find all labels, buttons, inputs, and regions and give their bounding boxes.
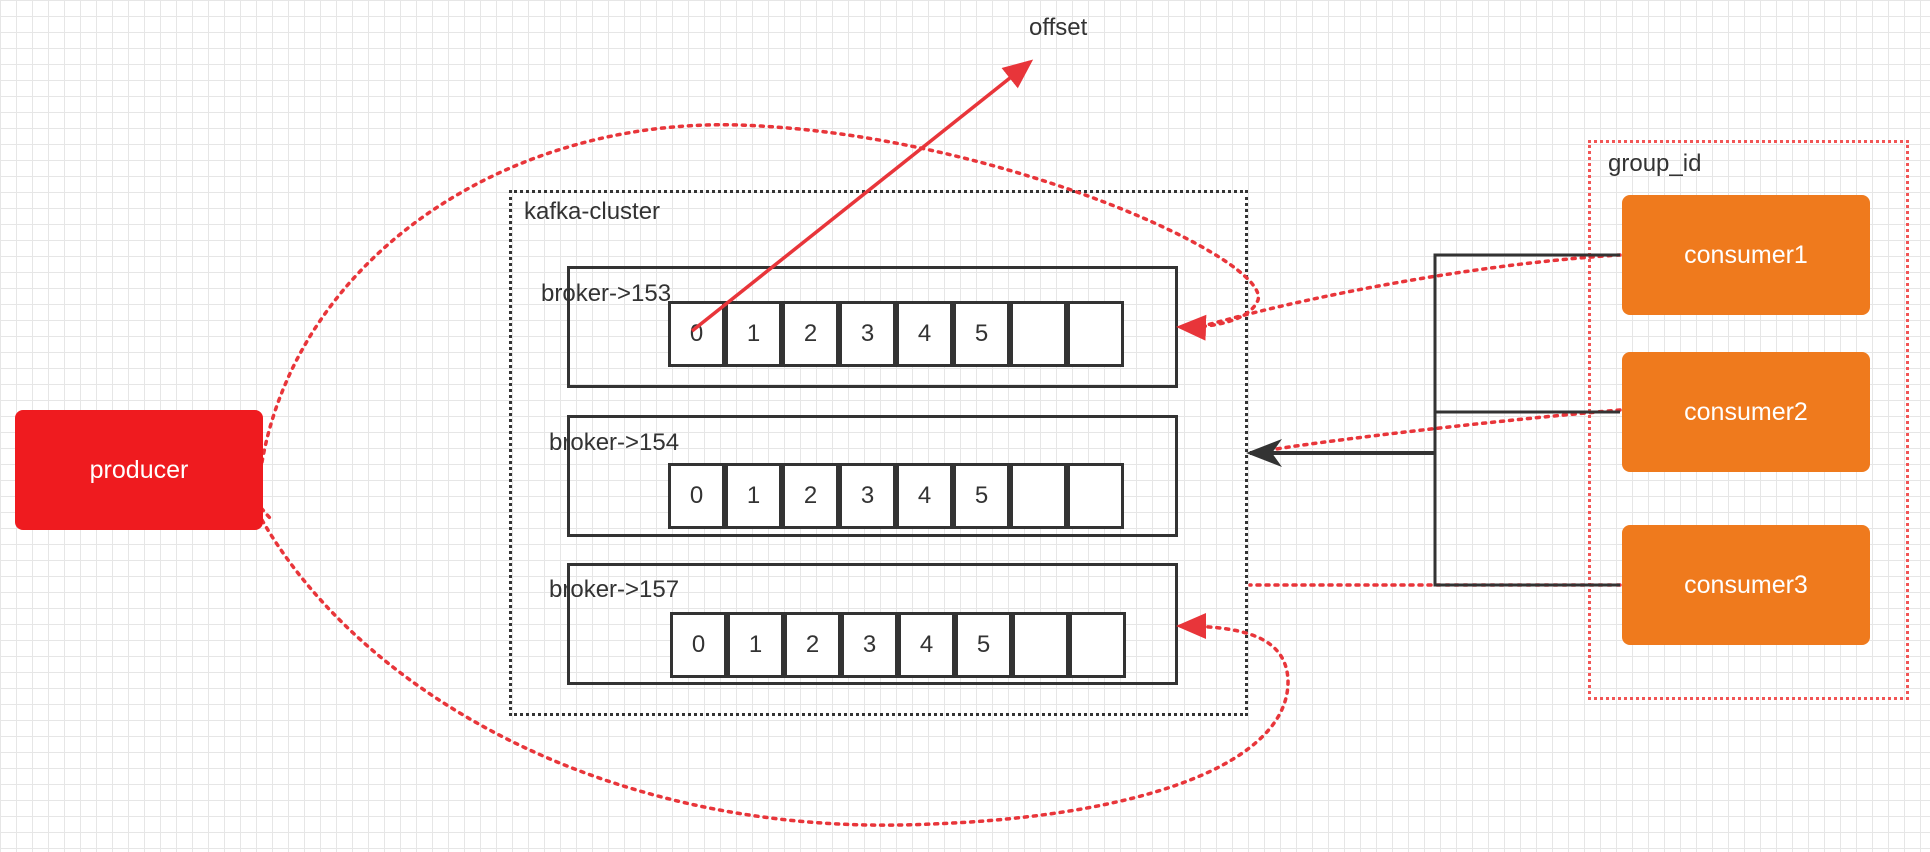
partition-cell: 1: [725, 463, 782, 529]
partition-cell: 4: [898, 612, 955, 678]
offset-label: offset: [1029, 14, 1088, 41]
broker-154-label: broker->154: [549, 429, 680, 456]
partition-cell: 3: [839, 301, 896, 367]
partition-cell: 2: [782, 463, 839, 529]
partition-cell: 4: [896, 463, 953, 529]
partition-cell: 1: [727, 612, 784, 678]
broker-154-partitions: 0 1 2 3 4 5: [668, 463, 1124, 529]
partition-cell: [1010, 463, 1067, 529]
consumer1-to-broker-153: [1198, 253, 1622, 329]
partition-cell: 5: [955, 612, 1012, 678]
partition-cell: 5: [953, 301, 1010, 367]
kafka-cluster-label: kafka-cluster: [524, 198, 661, 225]
partition-cell: 2: [782, 301, 839, 367]
partition-cell: [1067, 463, 1124, 529]
partition-cell: 5: [953, 463, 1010, 529]
consumer3-node[interactable]: consumer3: [1622, 525, 1870, 645]
partition-cell: 1: [725, 301, 782, 367]
group-id-label: group_id: [1608, 150, 1702, 177]
partition-cell: 3: [841, 612, 898, 678]
consumer1-node[interactable]: consumer1: [1622, 195, 1870, 315]
producer-node[interactable]: producer: [15, 410, 263, 530]
partition-cell: 3: [839, 463, 896, 529]
partition-cell: [1067, 301, 1124, 367]
broker-153-partitions: 0 1 2 3 4 5: [668, 301, 1124, 367]
broker-157-label: broker->157: [549, 576, 680, 603]
partition-cell: [1069, 612, 1126, 678]
consumer2-to-cluster: [1268, 408, 1622, 452]
partition-cell: [1010, 301, 1067, 367]
partition-cell: [1012, 612, 1069, 678]
partition-cell: 0: [670, 612, 727, 678]
consumer2-node[interactable]: consumer2: [1622, 352, 1870, 472]
broker-157-partitions: 0 1 2 3 4 5: [670, 612, 1126, 678]
partition-cell: 2: [784, 612, 841, 678]
partition-cell: 0: [668, 301, 725, 367]
broker-153-label: broker->153: [541, 280, 672, 307]
partition-cell: 4: [896, 301, 953, 367]
partition-cell: 0: [668, 463, 725, 529]
